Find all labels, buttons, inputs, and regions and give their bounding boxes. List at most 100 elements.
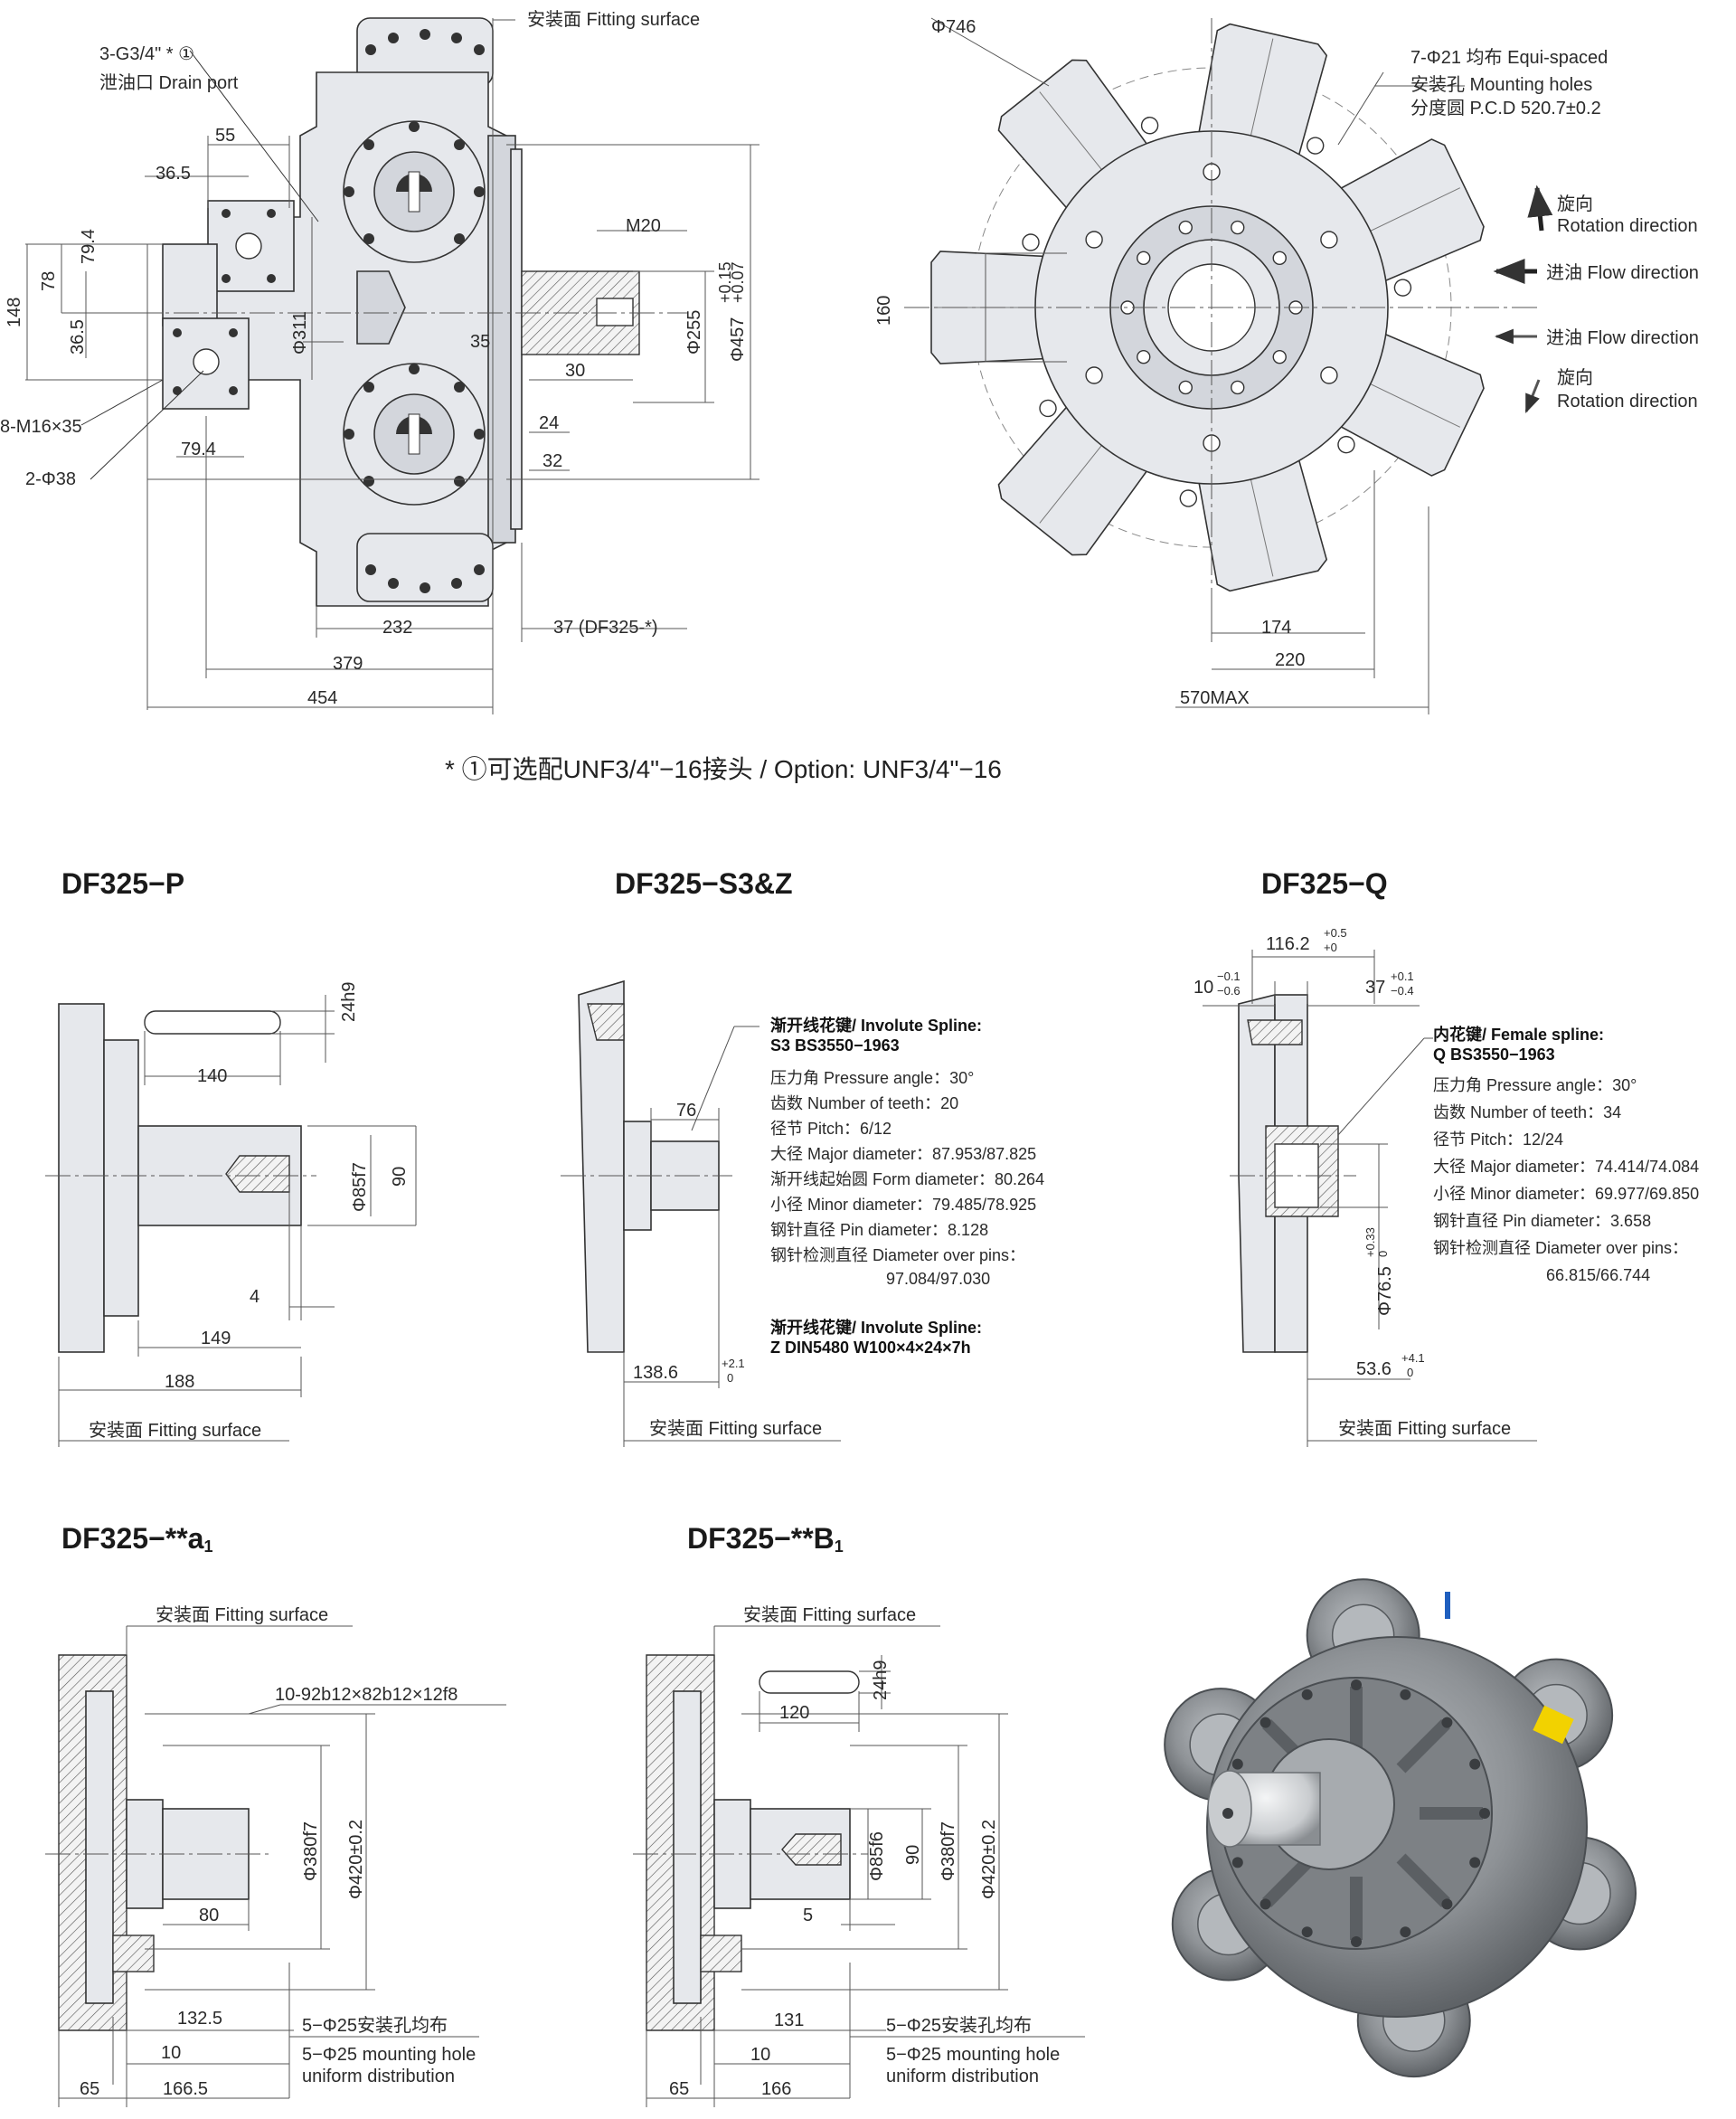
photo-bolt (1351, 1936, 1362, 1947)
b1-dim-10: 10 (750, 2045, 770, 2065)
q-53-tol-top: +4.1 (1401, 1351, 1425, 1365)
a1-dim-80: 80 (199, 1906, 219, 1925)
a1-fitting-surface: 安装面 Fitting surface (156, 1604, 328, 1625)
photo-bolt (1469, 1758, 1481, 1770)
q-dim-37: 37 (1365, 978, 1385, 998)
phi457-tol-bottom: +0.07 (729, 261, 747, 303)
dim-32: 32 (542, 451, 562, 471)
side-leaders (80, 50, 319, 480)
a1-dim-65: 65 (80, 2079, 99, 2099)
photo-bolt (1441, 1717, 1453, 1728)
a1-dim-132-5: 132.5 (177, 2009, 222, 2029)
b1-dim-phi380: Φ380f7 (939, 1821, 958, 1881)
shaft-thread-hole (596, 298, 634, 326)
photo-bolt (1222, 1808, 1233, 1819)
b1-title-main: DF325−**B (687, 1522, 835, 1555)
variant-q-title: DF325−Q (1261, 867, 1388, 900)
footnote: * ①可选配UNF3/4"−16接头 / Option: UNF3/4"−16 (445, 755, 1002, 783)
photo-web (1396, 1719, 1450, 1774)
q-10-tol-top: −0.1 (1217, 970, 1241, 983)
a1-mount-hole-section (112, 1935, 155, 1972)
photo-bolt (1260, 1898, 1271, 1910)
b1-flange-inner (673, 1690, 702, 2004)
s3z-spec-line: 小径 Minor diameter：79.485/78.925 (770, 1196, 1036, 1214)
flange-bolt (1137, 251, 1151, 266)
s3z-spec-line: 压力角 Pressure angle：30° (770, 1069, 974, 1087)
variant-b1-title: DF325−**B1 (687, 1522, 844, 1556)
bottom-cap-bolts (365, 564, 485, 593)
flange-bolt (1178, 220, 1193, 235)
front-dim-lines (930, 17, 1465, 714)
bolt-spec: 8-M16×35 (0, 417, 82, 437)
q-spec-lines: 压力角 Pressure angle：30° 齿数 Number of teet… (1433, 1076, 1699, 1284)
dim-phi746: Φ746 (931, 17, 976, 37)
photo-bolt (1400, 1926, 1411, 1938)
flange-bolt (1272, 251, 1287, 266)
s3z-dim-76: 76 (676, 1101, 696, 1121)
p-dim-140: 140 (197, 1066, 227, 1086)
dim-35: 35 (470, 332, 490, 352)
q-spec-line: 钢针检测直径 Diameter over pins： (1433, 1239, 1688, 1257)
q-37-tol-bottom: −0.4 (1391, 984, 1414, 998)
a1-dim-phi420: Φ420±0.2 (346, 1820, 366, 1899)
q-spec-line: 压力角 Pressure angle：30° (1433, 1076, 1637, 1094)
photo-warning-label (1533, 1705, 1574, 1745)
q-dim-53-6: 53.6 (1356, 1359, 1392, 1379)
q-10-tol-bottom: −0.6 (1217, 984, 1241, 998)
variant-a1: DF325−**a1 安装面 Fitting surface 10-92b12×… (45, 1522, 506, 2107)
photo-web (1262, 1853, 1316, 1907)
q-phi76-tol-bottom: 0 (1376, 1251, 1390, 1257)
flange-bolt (1231, 220, 1245, 235)
variant-q: DF325−Q 116.2 +0.5 +0 10 −0.1 −0.6 37 +0… (1194, 867, 1699, 1447)
holes-spec-line3: 分度圆 P.C.D 520.7±0.2 (1410, 98, 1601, 118)
port-spec: 2-Φ38 (25, 469, 76, 489)
top-cap-bolts (365, 29, 485, 55)
housing-bolt (1085, 231, 1103, 249)
photo-web (1396, 1853, 1450, 1907)
q-53-tol-bottom: 0 (1407, 1366, 1413, 1379)
s3z-dim-lines (623, 1026, 841, 1447)
q-dim-lines (1203, 950, 1537, 1447)
b1-dim-166: 166 (761, 2079, 791, 2099)
flange-bolt (1272, 349, 1287, 364)
dim-30: 30 (565, 361, 585, 381)
rotation-arrow-outline (1524, 379, 1541, 413)
dim-232: 232 (382, 618, 412, 638)
dim-36-5-top: 36.5 (156, 164, 191, 184)
q-spec-line: 大径 Major diameter：74.414/74.084 (1433, 1158, 1699, 1176)
s3z-spec-line: 钢针检测直径 Diameter over pins： (770, 1246, 1025, 1264)
photo-flange-bolts (1222, 1679, 1490, 1947)
rotation-cn-2: 旋向 (1557, 367, 1593, 388)
dim-36-5-bottom: 36.5 (68, 319, 88, 355)
b1-dim-65: 65 (669, 2079, 689, 2099)
b1-mount-hole-section (700, 1935, 742, 1972)
flange-bolt (1137, 349, 1151, 364)
s3z-spec-line: 钢针直径 Pin diameter：8.128 (770, 1221, 988, 1239)
b1-dim-120: 120 (779, 1703, 809, 1723)
side-view: 3-G3/4" * ① 泄油口 Drain port 安装面 Fitting s… (0, 9, 760, 714)
product-photo (1164, 1578, 1637, 2078)
housing-bolt (1085, 366, 1103, 384)
a1-dim-10: 10 (161, 2043, 181, 2063)
b1-holes-en-1: 5−Φ25 mounting hole (886, 2045, 1060, 2065)
photo-bolt (1400, 1689, 1411, 1700)
photo-bolt (1301, 1926, 1313, 1938)
dim-79-4-vertical: 79.4 (79, 229, 99, 264)
s3z-fitting-surface: 安装面 Fitting surface (649, 1418, 822, 1439)
a1-title-main: DF325−**a (61, 1522, 204, 1555)
a1-spline-spec: 10-92b12×82b12×12f8 (275, 1685, 458, 1705)
flow-label-1: 进油 Flow direction (1546, 262, 1699, 283)
rotation-cn-1: 旋向 (1557, 194, 1593, 214)
dim-phi255: Φ255 (684, 310, 704, 355)
q-spec-line: 径节 Pitch：12/24 (1433, 1130, 1563, 1149)
variant-a1-title: DF325−**a1 (61, 1522, 212, 1556)
phi457-tol-top: +0.15 (716, 261, 734, 303)
photo-bolt (1260, 1717, 1271, 1728)
p-boss (103, 1039, 139, 1317)
b1-shaft-hole (781, 1833, 842, 1866)
p-dim-phi85: Φ85f7 (350, 1162, 370, 1212)
dim-174: 174 (1261, 618, 1291, 638)
flange-bolt (1178, 380, 1193, 395)
housing-bolt (1320, 366, 1338, 384)
b1-holes-en-2: uniform distribution (886, 2067, 1039, 2086)
